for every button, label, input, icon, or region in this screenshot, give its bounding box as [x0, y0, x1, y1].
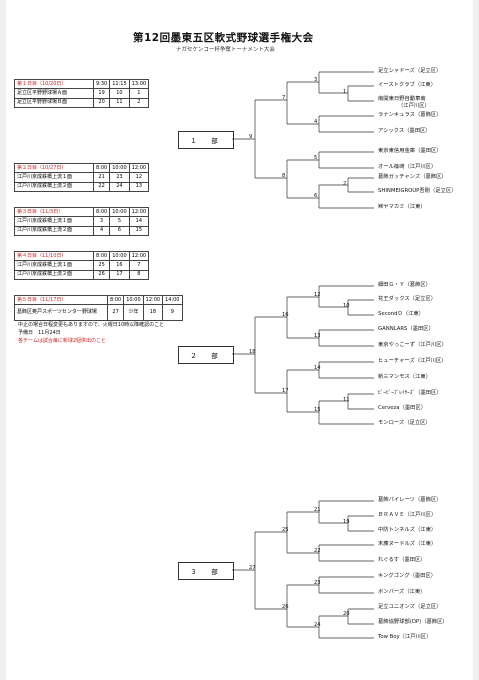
game-number: 23 [314, 580, 321, 586]
team-name: ＢＲＡＶＥ（江戸川区） [378, 512, 437, 518]
game-number: 8 [282, 173, 286, 179]
game-number: 10 [343, 303, 350, 309]
team-name: 葛飾パイレーツ（葛飾区） [378, 497, 442, 503]
division-1-label: １ 部 [178, 131, 234, 149]
game-number: 22 [314, 548, 321, 554]
team-name: ヒューチャーズ（江戸川区） [378, 358, 447, 364]
game-number: 7 [282, 95, 286, 101]
team-name: 足立ユニオンズ（足立区） [378, 604, 442, 610]
game-number: 4 [314, 119, 318, 125]
team-name: 葛飾協野球部(DP)（葛飾区） [378, 619, 448, 625]
division-2-label: ２ 部 [178, 346, 234, 364]
game-number: 21 [314, 507, 321, 513]
game-number: 9 [249, 134, 253, 140]
team-name: 新三マンモス（江東） [378, 374, 431, 380]
team-name: アシックス（墨田区） [378, 128, 431, 134]
bracket-lines [232, 71, 374, 639]
team-name: SHINMEIGROUP吾剛（足立区） [378, 188, 457, 194]
team-name: ﾋﾞｰﾋﾞｰﾌﾞﾚｲｻｰｽﾞ（墨田区） [378, 390, 442, 396]
page-title: 第12回墨東五区軟式野球選手権大会 [133, 32, 314, 44]
team-name: れぐるす（墨田区） [378, 557, 426, 563]
game-number: 19 [343, 519, 350, 525]
game-number: 12 [314, 292, 321, 298]
game-number: 1 [343, 89, 347, 95]
team-name: GANNLARS（墨田区） [378, 326, 434, 332]
game-number: 20 [343, 611, 350, 617]
note-line-2: 予備日 11月24日 [18, 330, 61, 336]
game-number: 17 [282, 388, 289, 394]
team-name: Cerveza（墨田区） [378, 405, 427, 411]
game-number: 18 [249, 349, 256, 355]
tournament-sheet: 第12回墨東五区軟式野球選手権大会 ナガセケンコー杯争奪トーナメント大会 第１日… [6, 0, 473, 680]
team-name: Tow Boy（江戸川区） [378, 634, 432, 640]
team-name: 細田Ｇ・Ｙ（葛飾区） [378, 282, 431, 288]
team-name: 葛飾ガッチャンズ（葛飾区） [378, 174, 447, 180]
game-number: 5 [314, 155, 318, 161]
team-name: （江戸川区） [398, 103, 430, 109]
team-name: 中防トンネルズ（江東） [378, 527, 437, 533]
team-name: 花王ダックス（足立区） [378, 296, 437, 302]
game-number: 13 [314, 333, 321, 339]
team-name: キングゴング（墨田区） [378, 573, 437, 579]
team-name: イーストクラブ（江東） [378, 82, 437, 88]
game-number: 3 [314, 77, 318, 83]
warning-note: 各チームは試合毎に新球2個供出のこと [18, 338, 107, 344]
page-subtitle: ナガセケンコー杯争奪トーナメント大会 [176, 47, 275, 53]
team-name: 末廣ヌードルズ（江東） [378, 541, 437, 547]
game-number: 2 [343, 181, 347, 187]
game-number: 16 [282, 312, 289, 318]
game-number: 25 [282, 527, 289, 533]
team-name: 足立シャドーズ（足立区） [378, 68, 442, 74]
game-number: 27 [249, 565, 256, 571]
team-name: 東京東信用金庫（墨田区） [378, 148, 442, 154]
team-name: ㈱ヤマカミ（江東） [378, 204, 426, 210]
team-name: SecondＤ（江東） [378, 311, 424, 317]
division-3-label: ３ 部 [178, 562, 234, 580]
team-name: ラナンキュラス（葛飾区） [378, 112, 442, 118]
team-name: モンローズ（足立区） [378, 420, 431, 426]
note-line-1: 中止の場合日程変更もありますので、火曜日10時以降確認のこと [18, 322, 165, 328]
team-name: 東京やっこーず（江戸川区） [378, 342, 447, 348]
team-name: 南開東日野自動車南 [378, 96, 426, 102]
game-number: 11 [343, 397, 350, 403]
team-name: オール篠崎（江戸川区） [378, 164, 437, 170]
game-number: 26 [282, 604, 289, 610]
game-number: 14 [314, 365, 321, 371]
game-number: 15 [314, 407, 321, 413]
game-number: 6 [314, 193, 318, 199]
team-name: ボンバーズ（江東） [378, 589, 426, 595]
game-number: 24 [314, 622, 321, 628]
